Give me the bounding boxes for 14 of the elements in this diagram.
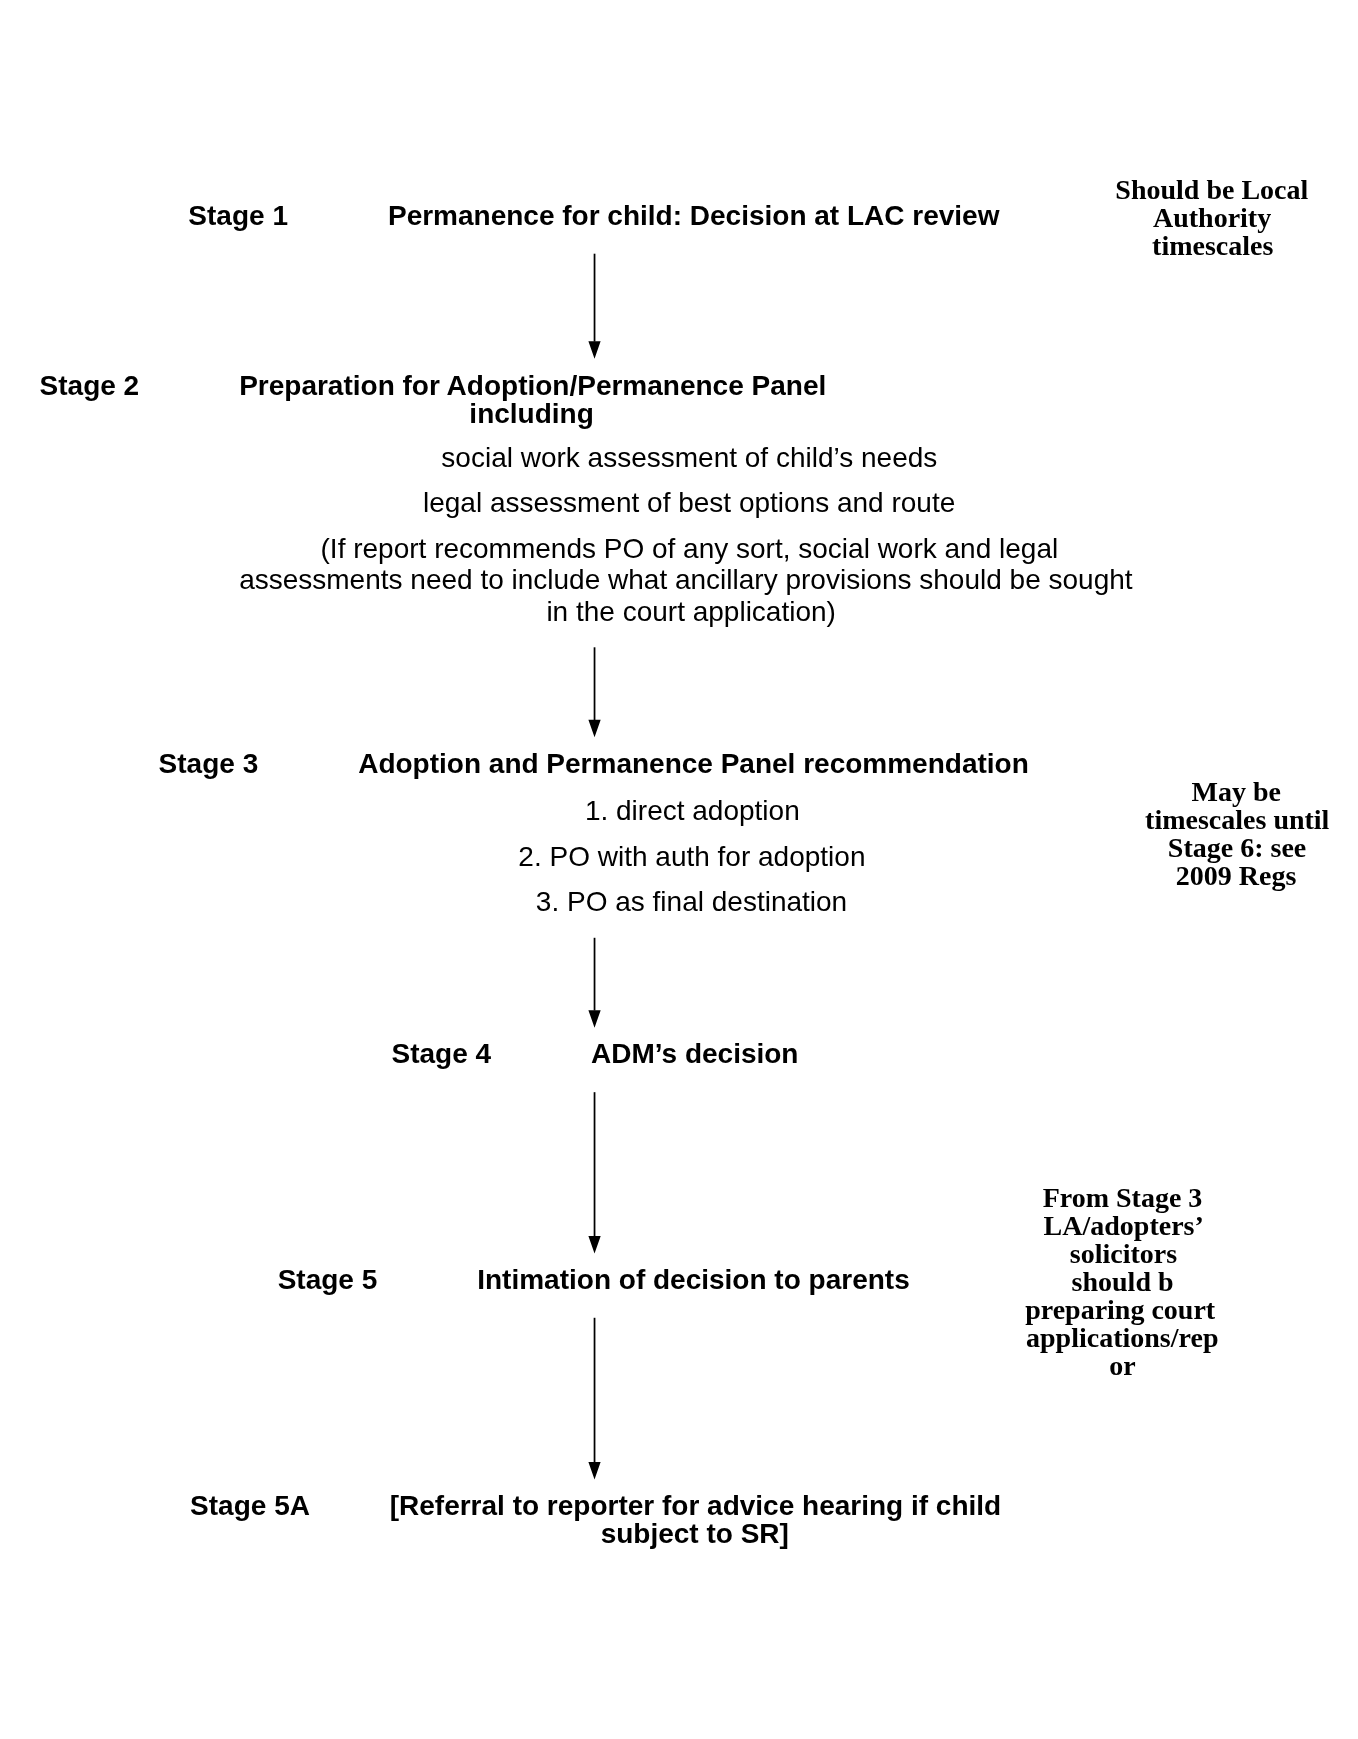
node-text: Stage 5A [Referral to reporter for advice hearing if child subject to SR] bbox=[190, 1490, 1002, 1550]
arrow bbox=[588, 1316, 601, 1480]
label: Should be Local Authority timescales bbox=[1115, 173, 1309, 261]
node-text: Stage 3 Adoption and Permanence Panel recommendation 1. direct adoption 2. PO with auth for adoption 3. PO as final destination bbox=[158, 747, 1029, 918]
node-text: Stage 5 Intimation of decision to parents bbox=[277, 1264, 910, 1296]
label: From Stage 3 LA/adopters’ solicitors should b preparing court applications/repor bbox=[1025, 1182, 1219, 1382]
arrow bbox=[588, 936, 601, 1028]
node-text: Stage 2 Preparation for Adoption/Permanence Panel including social work assessment of child’s needs legal assessment of best options and route (If report recommends PO of any sort, social work and legal assessments need to include what ancillary provisions should be sought in the court application) bbox=[39, 369, 1133, 627]
node-text: Stage 4 ADM’s decision bbox=[391, 1038, 799, 1070]
label: May be timescales until Stage 6: see 2009 Regs bbox=[1145, 775, 1330, 891]
arrow bbox=[588, 646, 601, 738]
arrow bbox=[588, 252, 601, 359]
node-text: Stage 1 Permanence for child: Decision at LAC review bbox=[188, 199, 1000, 231]
arrow bbox=[588, 1091, 601, 1254]
